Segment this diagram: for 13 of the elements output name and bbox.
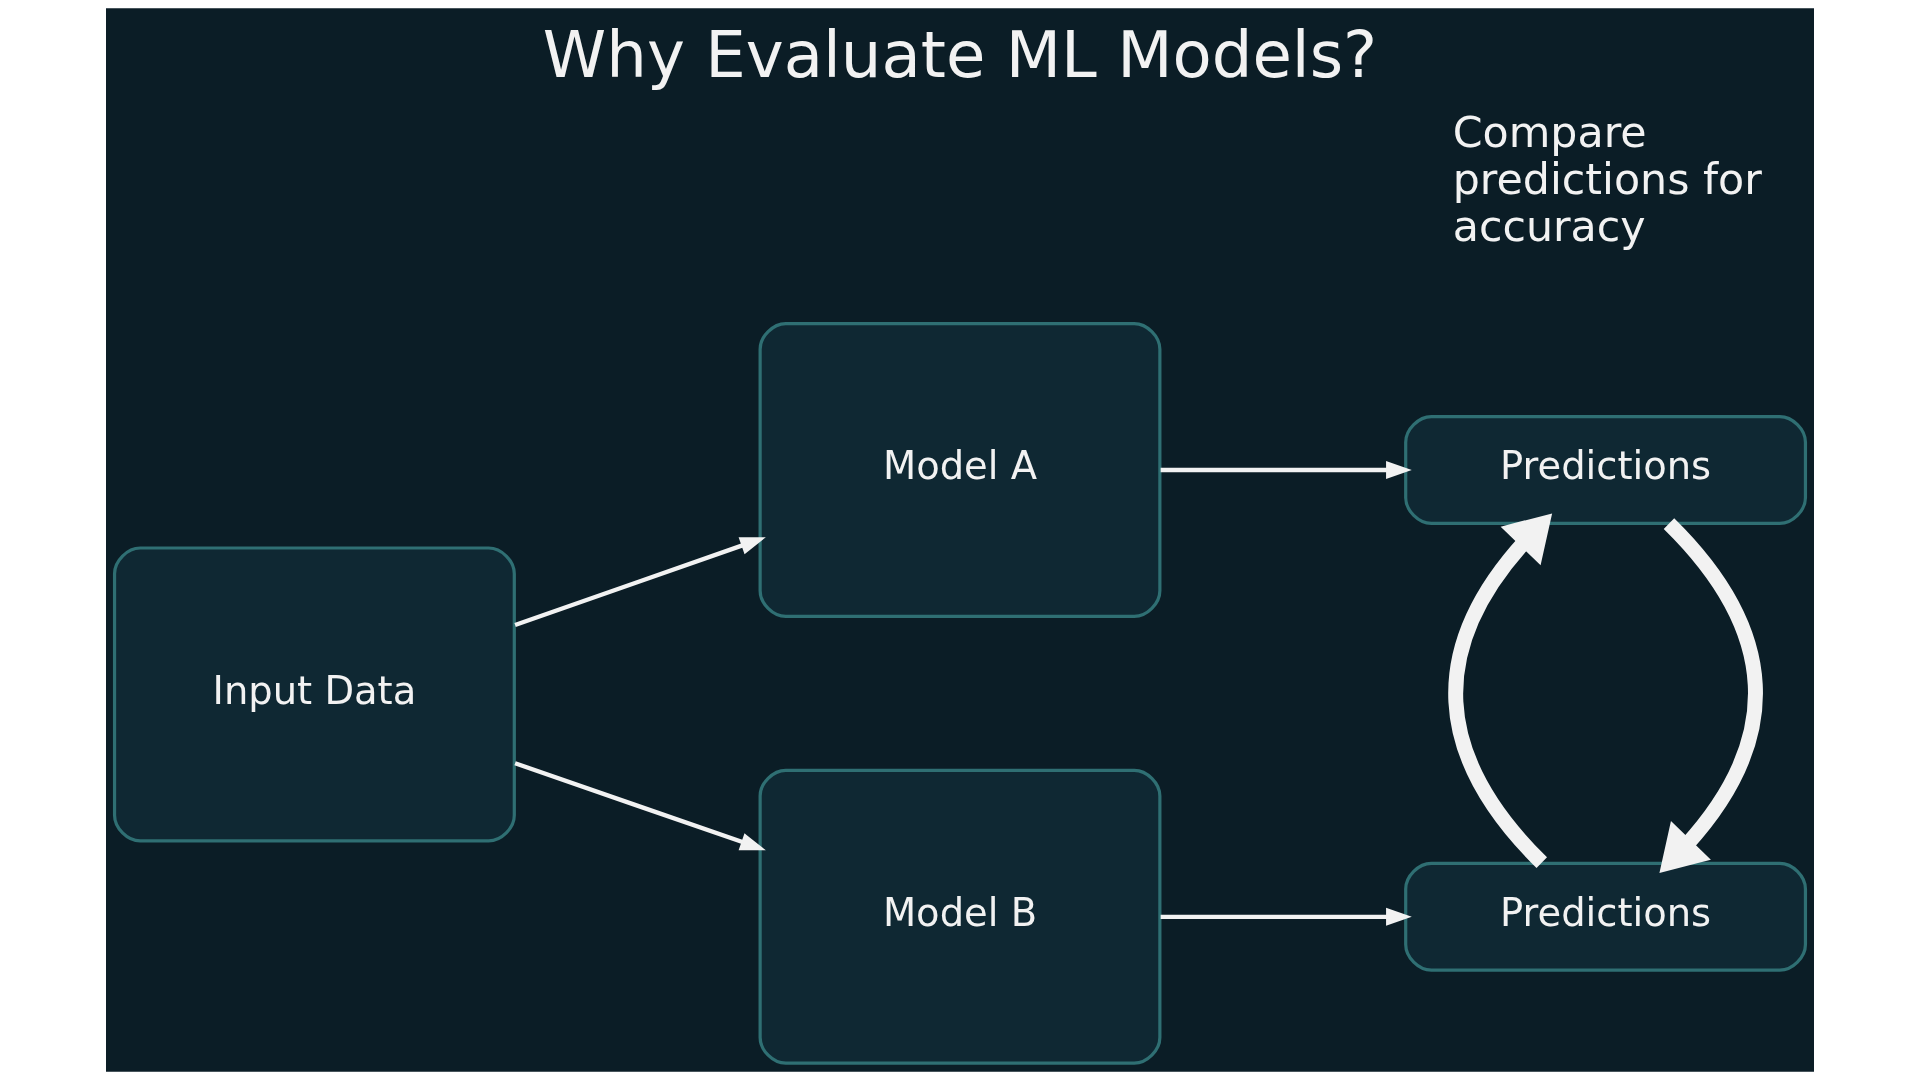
arrow <box>1160 907 1412 926</box>
diagram-title: Why Evaluate ML Models? <box>542 16 1378 92</box>
node-box: Model B <box>758 768 1162 1065</box>
arrow <box>514 537 766 627</box>
node-box: Predictions <box>1404 861 1808 972</box>
arrow <box>1448 513 1553 868</box>
arrow <box>1160 461 1412 479</box>
label: Compare predictions for accuracy <box>1452 107 1762 252</box>
node-box: Predictions <box>1404 414 1808 526</box>
node-box: Input Data <box>112 546 516 843</box>
arrow <box>514 761 766 851</box>
node-box: Model A <box>758 321 1162 619</box>
arrow <box>1659 518 1763 873</box>
